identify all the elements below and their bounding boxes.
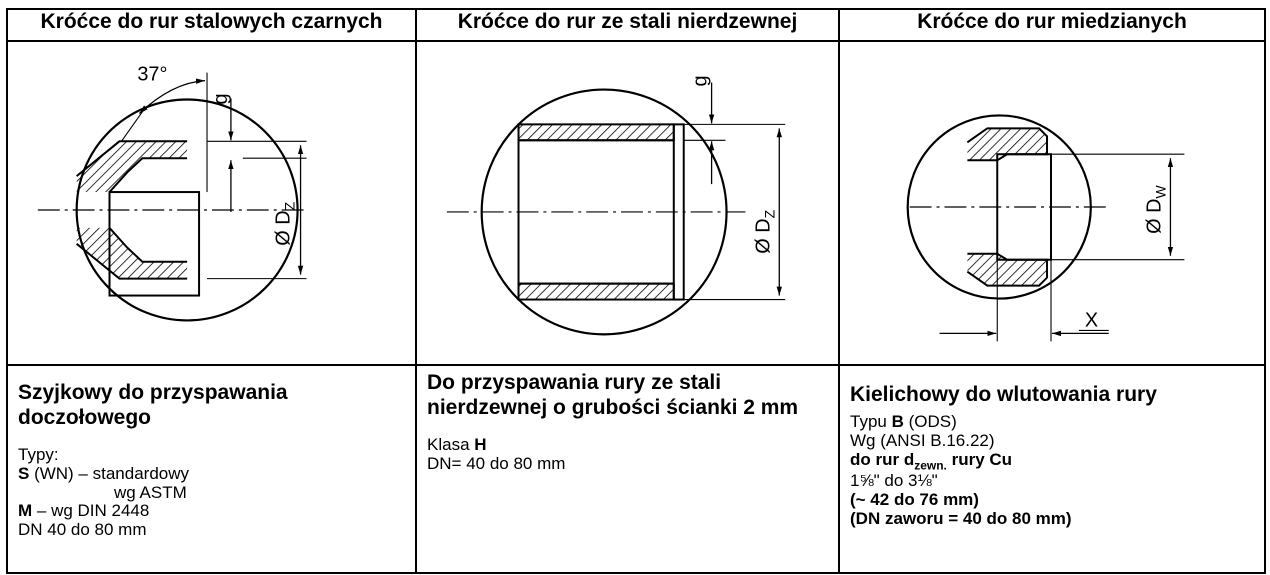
standard-line: Wg (ANSI B.16.22) — [850, 430, 995, 450]
drawing-stainless: g Ø DZ — [415, 40, 840, 366]
class-line: Klasa H — [427, 435, 487, 455]
desc-weld-neck: Szyjkowy do przyspawania doczołowego Typ… — [6, 364, 417, 574]
gap-label: g — [690, 75, 712, 86]
fittings-table: Króćce do rur stalowych czarnych Króćce … — [6, 8, 1266, 574]
hatch-bottom — [967, 253, 1048, 286]
dn-range: DN 40 do 80 mm — [18, 520, 147, 540]
angle-label: 37° — [137, 64, 167, 86]
title-copper: Kielichowy do wlutowania rury — [850, 383, 1157, 406]
header-row: Króćce do rur stalowych czarnych Króćce … — [6, 8, 1266, 42]
dn-valve: (DN zaworu = 40 do 80 mm) — [850, 508, 1072, 528]
size-mm: (~ 42 do 76 mm) — [850, 489, 979, 509]
dz-label: Ø DZ — [752, 209, 777, 253]
header-stainless-steel: Króćce do rur ze stali nierdzewnej — [415, 8, 840, 42]
gap-label: g — [210, 93, 232, 104]
desc-stainless: Do przyspawania rury ze stali nierdzewne… — [415, 364, 840, 574]
hatch-bottom — [518, 283, 674, 300]
drawing-row: 37° g Ø DZ — [6, 40, 1266, 366]
angle-arc — [138, 78, 206, 114]
type-line: Typu B (ODS) — [850, 412, 957, 432]
header-copper: Króćce do rur miedzianych — [838, 8, 1266, 42]
type-s-standard: wg ASTM — [114, 482, 187, 502]
weld-neck-section-drawing: 37° g Ø DZ — [37, 64, 307, 322]
size-inch: 1⅝" do 3⅛" — [850, 471, 938, 491]
pipe-line: do rur dzewn. rury Cu — [850, 449, 1013, 472]
hatch-top — [967, 128, 1048, 161]
dz-label: Ø DZ — [273, 201, 298, 245]
stainless-section-drawing: g Ø DZ — [446, 75, 786, 336]
type-m-line: M – wg DIN 2448 — [18, 501, 150, 521]
dw-label: Ø DW — [1143, 184, 1168, 233]
description-row: Szyjkowy do przyspawania doczołowego Typ… — [6, 364, 1266, 574]
types-label: Typy: — [18, 445, 59, 465]
desc-copper: Kielichowy do wlutowania rury Typu B (OD… — [838, 364, 1266, 574]
hatch-top — [518, 124, 674, 141]
drawing-copper: X Ø DW — [838, 40, 1266, 366]
header-black-steel: Króćce do rur stalowych czarnych — [6, 8, 417, 42]
type-s-line: S (WN) – standardowy — [18, 464, 190, 484]
x-label: X — [1085, 309, 1098, 331]
title-weld-neck: Szyjkowy do przyspawania doczołowego — [18, 381, 288, 430]
dn-range: DN= 40 do 80 mm — [427, 454, 566, 474]
drawing-weld-neck: 37° g Ø DZ — [6, 40, 417, 366]
title-stainless: Do przyspawania rury ze stali nierdzewne… — [427, 371, 799, 420]
copper-section-drawing: X Ø DW — [906, 114, 1185, 342]
